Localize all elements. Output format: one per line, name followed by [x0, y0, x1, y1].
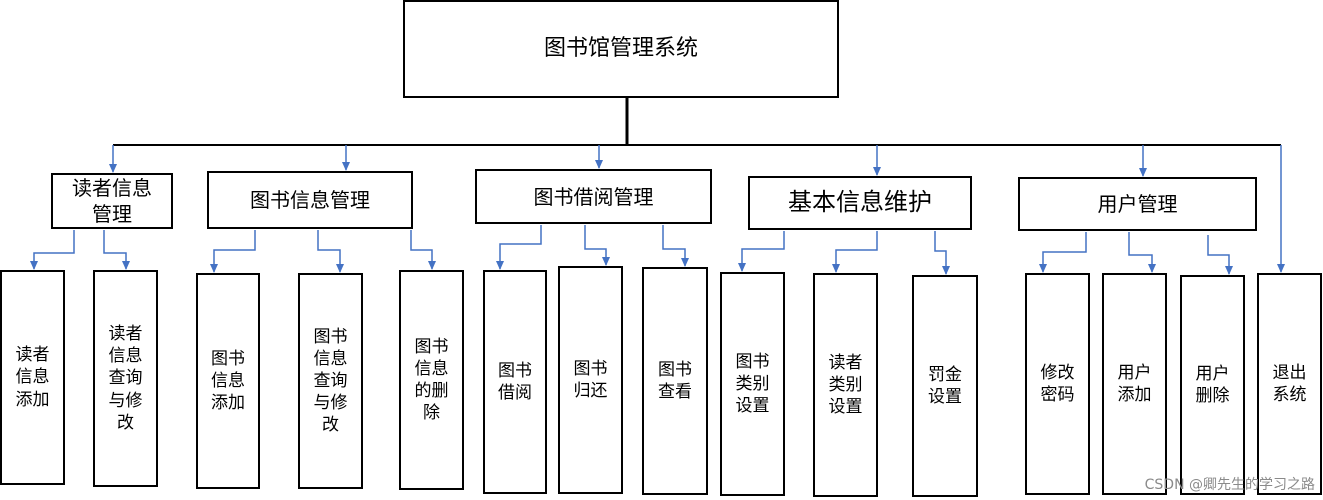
leaf-label: 修改 密码	[1040, 362, 1075, 405]
arrow-user-add	[1128, 232, 1156, 273]
leaf-label: 退出 系统	[1272, 362, 1307, 405]
arrow-book-category	[738, 231, 785, 272]
leaf-label: 图书 信息 查询 与修 改	[313, 326, 348, 436]
watermark: CSDN @卿先生的学习之路	[1144, 477, 1315, 493]
arrow-book-query	[317, 230, 344, 273]
leaf-reader-add: 读者 信息 添加	[0, 270, 65, 485]
leaf-label: 图书 类别 设置	[735, 351, 770, 417]
arrow-book-add	[210, 230, 256, 273]
leaf-user-delete: 用户 删除	[1180, 275, 1245, 495]
leaf-view: 图书 查看	[642, 267, 708, 495]
arrow-view	[662, 225, 689, 267]
leaf-label: 罚金 设置	[928, 364, 962, 407]
arrow-return	[584, 225, 610, 266]
arrow-reader-query	[103, 230, 130, 270]
leaf-book-query-edit: 图书 信息 查询 与修 改	[298, 273, 363, 489]
arrow-book-delete	[410, 230, 436, 270]
module-user-mgmt: 用户管理	[1018, 177, 1257, 231]
leaf-label: 读者 类别 设置	[828, 352, 863, 418]
leaf-fine-setting: 罚金 设置	[912, 275, 978, 497]
leaf-label: 图书 查看	[658, 359, 692, 402]
module-basic-info: 基本信息维护	[748, 176, 972, 230]
leaf-label: 图书 归还	[573, 358, 608, 401]
root-box: 图书馆管理系统	[403, 0, 839, 98]
leaf-label: 读者 信息 添加	[15, 345, 50, 410]
root-label: 图书馆管理系统	[543, 35, 698, 61]
leaf-label: 图书 信息 添加	[211, 348, 245, 414]
module-label: 读者信息 管理	[72, 176, 152, 226]
leaf-label: 用户 删除	[1195, 363, 1230, 406]
leaf-label: 图书 借阅	[498, 360, 532, 403]
module-book-borrow: 图书借阅管理	[475, 169, 712, 224]
leaf-user-add: 用户 添加	[1102, 273, 1167, 495]
arrow-change-password	[1039, 232, 1087, 273]
leaf-book-delete: 图书 信息 的删 除	[399, 270, 464, 490]
leaf-label: 图书 信息 的删 除	[414, 336, 449, 424]
leaf-book-category: 图书 类别 设置	[720, 272, 785, 496]
module-book-info: 图书信息管理	[207, 171, 413, 229]
leaf-borrow: 图书 借阅	[483, 270, 547, 494]
arrow-fine	[934, 231, 950, 275]
leaf-change-password: 修改 密码	[1025, 273, 1090, 495]
module-label: 图书借阅管理	[533, 184, 654, 209]
module-label: 基本信息维护	[788, 188, 932, 217]
arrow-user-delete	[1207, 235, 1233, 275]
leaf-book-add: 图书 信息 添加	[196, 273, 260, 489]
leaf-reader-query-edit: 读者 信息 查询 与修 改	[93, 270, 158, 487]
leaf-label: 读者 信息 查询 与修 改	[108, 324, 143, 433]
module-reader-info: 读者信息 管理	[51, 173, 173, 229]
leaf-label: 用户 添加	[1117, 362, 1152, 405]
leaf-reader-category: 读者 类别 设置	[813, 273, 878, 497]
leaf-return: 图书 归还	[558, 266, 623, 494]
arrow-reader-category	[832, 231, 878, 273]
leaf-exit-system: 退出 系统	[1257, 273, 1322, 495]
arrow-reader-add	[30, 230, 75, 270]
module-label: 图书信息管理	[250, 188, 370, 212]
module-label: 用户管理	[1097, 192, 1178, 216]
arrow-borrow	[496, 225, 542, 270]
